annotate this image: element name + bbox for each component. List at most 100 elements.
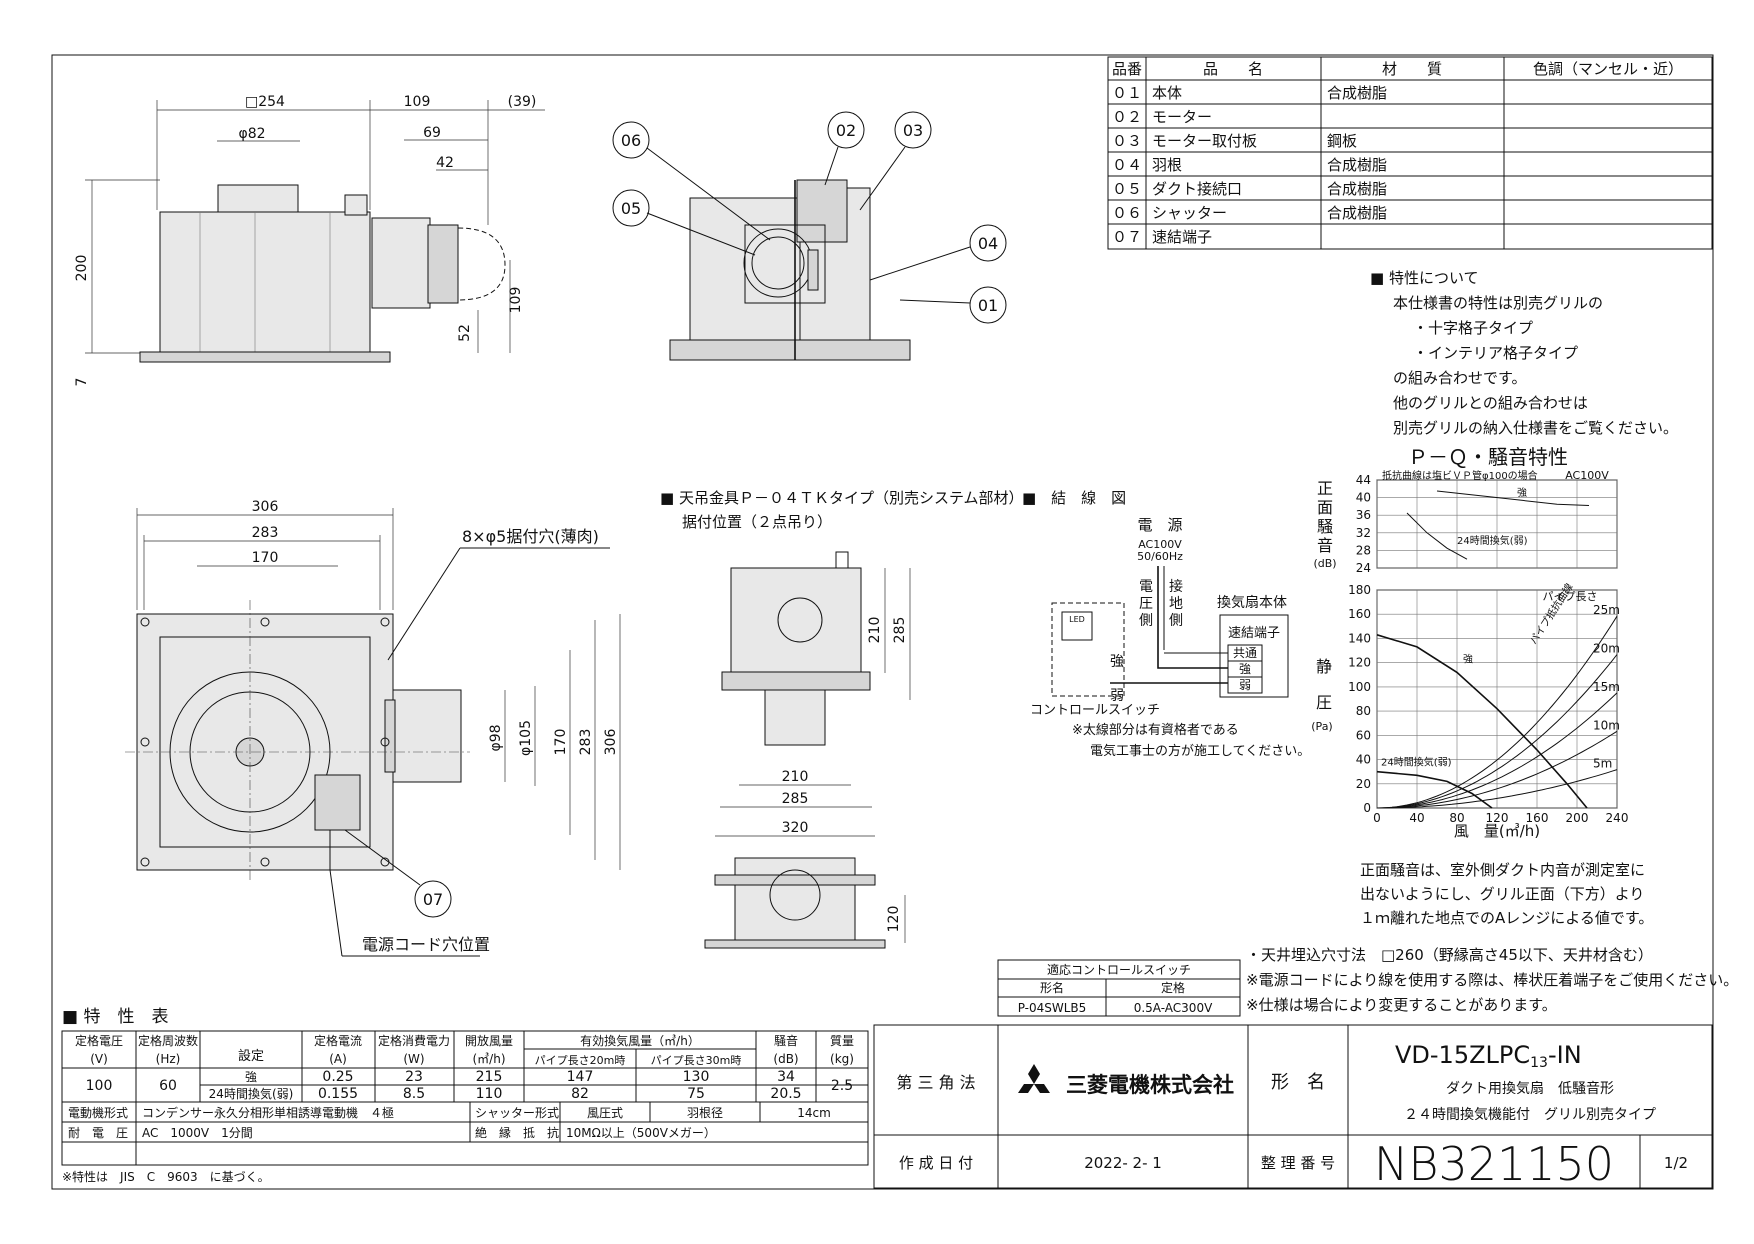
resistance-curve-label: 10m bbox=[1593, 718, 1620, 732]
spec-table: ■ 特 性 表 定格電圧 (V) 定格周波数 (Hz) 設定 定格電流 (A) … bbox=[61, 1007, 869, 1184]
parts-row-number: ０６ bbox=[1112, 204, 1142, 222]
characteristics-line: 他のグリルとの組み合わせは bbox=[1393, 394, 1588, 412]
spec-setting: 24時間換気(弱) bbox=[209, 1086, 294, 1101]
noise-series-line bbox=[1436, 490, 1590, 506]
svg-text:設定: 設定 bbox=[238, 1048, 264, 1064]
svg-text:100: 100 bbox=[86, 1078, 113, 1094]
svg-text:※電源コードにより線を使用する際は、棒状圧着端子をご使用くだ: ※電源コードにより線を使用する際は、棒状圧着端子をご使用ください。 bbox=[1246, 971, 1738, 989]
pressure-ytick: 20 bbox=[1356, 777, 1371, 791]
svg-text:AC 1000V 1分間: AC 1000V 1分間 bbox=[142, 1126, 253, 1140]
install-notes: ・天井埋込穴寸法 □260（野縁高さ45以下、天井材含む） ※電源コードにより線… bbox=[1246, 946, 1738, 1014]
noise-ylabel: 騒 bbox=[1317, 517, 1333, 536]
spec-noise: 34 bbox=[777, 1069, 795, 1085]
characteristics-line: 本仕様書の特性は別売グリルの bbox=[1393, 294, 1603, 312]
svg-text:１ｍ離れた地点でのAレンジによる値です。: １ｍ離れた地点でのAレンジによる値です。 bbox=[1360, 909, 1653, 927]
characteristics-note: ■ 特性について 本仕様書の特性は別売グリルの ・十字格子タイプ ・インテリア格… bbox=[1370, 269, 1678, 437]
characteristics-line: の組み合わせです。 bbox=[1393, 369, 1527, 387]
noise-ytick: 36 bbox=[1356, 508, 1371, 522]
balloon-04: 04 bbox=[978, 234, 998, 253]
switch-name: コントロールスイッチ bbox=[1030, 703, 1160, 718]
bottom-view: 306 283 170 φ98 φ105 170 283 306 8×φ5据付穴… bbox=[125, 499, 621, 957]
svg-text:パイプ長さ30m時: パイプ長さ30m時 bbox=[651, 1054, 742, 1067]
resistance-curve bbox=[1377, 692, 1618, 809]
noise-ytick: 28 bbox=[1356, 543, 1371, 557]
dim-label: 120 bbox=[886, 906, 902, 933]
title-block: 第 三 角 法 三菱電機株式会社 形 名 VD-15ZLPC13-IN ダクト用… bbox=[873, 1024, 1713, 1191]
product-line: ２４時間換気機能付 グリル別売タイプ bbox=[1404, 1107, 1656, 1123]
wiring-title: ■ 結 線 図 bbox=[1022, 489, 1126, 507]
noise-ylabel: 面 bbox=[1317, 498, 1333, 517]
dim-label: 170 bbox=[252, 550, 279, 566]
svg-text:(V): (V) bbox=[90, 1052, 108, 1066]
noise-ylabel: 音 bbox=[1317, 536, 1333, 555]
dim-label: 283 bbox=[252, 525, 279, 541]
switch-weak: 弱 bbox=[1110, 688, 1124, 704]
pressure-ytick: 80 bbox=[1356, 704, 1371, 718]
balloon-06: 06 bbox=[621, 131, 641, 150]
pressure-series-label: 強 bbox=[1463, 652, 1473, 665]
dim-label: 7 bbox=[74, 378, 90, 387]
svg-text:接: 接 bbox=[1169, 578, 1183, 595]
terminal-weak: 弱 bbox=[1239, 678, 1251, 692]
parts-row-material: 合成樹脂 bbox=[1327, 180, 1387, 198]
noise-ytick: 44 bbox=[1356, 473, 1371, 487]
hanger-title: ■ 天吊金具Ｐ－０４ＴＫタイプ（別売システム部材） bbox=[660, 489, 1024, 507]
noise-ytick: 24 bbox=[1356, 561, 1371, 575]
parts-row-number: ０７ bbox=[1112, 228, 1142, 246]
dim-label: 69 bbox=[423, 125, 441, 141]
dim-label: 210 bbox=[867, 617, 883, 644]
pressure-ytick: 120 bbox=[1348, 656, 1371, 670]
svg-text:P-04SWLB5: P-04SWLB5 bbox=[1018, 1001, 1087, 1015]
svg-text:定格消費電力: 定格消費電力 bbox=[378, 1033, 450, 1048]
parts-header-color: 色調（マンセル・近） bbox=[1533, 60, 1683, 78]
parts-row-number: ０３ bbox=[1112, 132, 1142, 150]
chart-xlabel: 風 量(㎥/h) bbox=[1454, 822, 1540, 840]
svg-text:0.5A-AC300V: 0.5A-AC300V bbox=[1134, 1001, 1213, 1015]
parts-row-name: モーター取付板 bbox=[1152, 132, 1257, 150]
spec-current: 0.25 bbox=[322, 1069, 353, 1085]
svg-text:質量: 質量 bbox=[830, 1033, 854, 1048]
noise-ytick: 32 bbox=[1356, 526, 1371, 540]
svg-text:騒音: 騒音 bbox=[774, 1033, 798, 1048]
xtick: 80 bbox=[1449, 811, 1464, 825]
xtick: 200 bbox=[1566, 811, 1589, 825]
hanger-subtitle: 据付位置（２点吊り） bbox=[682, 513, 832, 531]
spec-title: ■ 特 性 表 bbox=[62, 1007, 168, 1027]
parts-row-number: ０４ bbox=[1112, 156, 1142, 174]
dim-label: 306 bbox=[252, 499, 279, 515]
dim-label: φ98 bbox=[488, 724, 504, 751]
parts-row-name: モーター bbox=[1152, 108, 1212, 126]
dim-label: 283 bbox=[578, 729, 594, 756]
section-view: 06 05 02 03 04 01 bbox=[612, 111, 1007, 361]
dim-label: φ82 bbox=[238, 126, 265, 142]
characteristics-line: ・インテリア格子タイプ bbox=[1413, 344, 1578, 362]
spec-pipe30: 75 bbox=[687, 1086, 705, 1102]
svg-text:10MΩ以上（500Vメガー）: 10MΩ以上（500Vメガー） bbox=[566, 1126, 716, 1140]
terminal-strong: 強 bbox=[1239, 662, 1251, 676]
resistance-curve bbox=[1377, 769, 1618, 809]
svg-text:2.5: 2.5 bbox=[831, 1078, 853, 1094]
svg-text:(dB): (dB) bbox=[773, 1052, 798, 1066]
svg-text:形名: 形名 bbox=[1040, 980, 1064, 995]
svg-text:風圧式: 風圧式 bbox=[587, 1106, 623, 1120]
balloon-01: 01 bbox=[978, 296, 998, 315]
dim-label: 52 bbox=[457, 324, 473, 342]
parts-row-number: ０１ bbox=[1112, 84, 1142, 102]
parts-header-material: 材 質 bbox=[1382, 60, 1442, 78]
pressure-unit: (Pa) bbox=[1311, 720, 1332, 733]
noise-unit: (dB) bbox=[1313, 557, 1336, 570]
dim-label: 42 bbox=[436, 155, 454, 171]
date-value: 2022- 2- 1 bbox=[1084, 1154, 1162, 1172]
svg-text:出ないようにし、グリル正面（下方）より: 出ないようにし、グリル正面（下方）より bbox=[1360, 885, 1644, 903]
spec-open-airflow: 110 bbox=[476, 1086, 503, 1102]
wiring-power: 電 源 bbox=[1137, 516, 1182, 534]
resistance-curve-label: 5m bbox=[1593, 757, 1612, 771]
pressure-ytick: 100 bbox=[1348, 680, 1371, 694]
svg-text:パイプ長さ20m時: パイプ長さ20m時 bbox=[535, 1054, 626, 1067]
resistance-curve-label: 15m bbox=[1593, 680, 1620, 694]
characteristics-line: ・十字格子タイプ bbox=[1413, 319, 1533, 337]
pressure-ylabel: 静 bbox=[1316, 657, 1332, 676]
resistance-curve-label: 25m bbox=[1593, 603, 1620, 617]
resistance-curve bbox=[1377, 730, 1618, 809]
